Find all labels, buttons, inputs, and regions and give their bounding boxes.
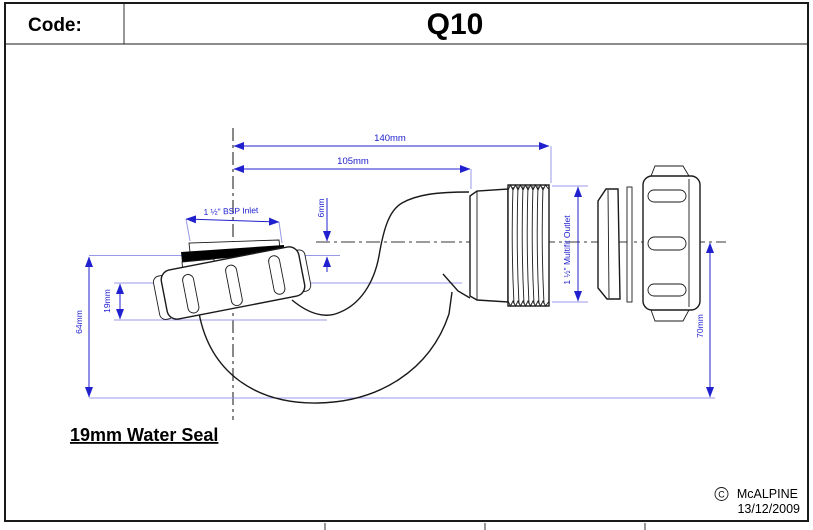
dimension-6mm: 6mm (316, 198, 331, 272)
inlet-nut (153, 246, 312, 320)
outlet-thread (507, 183, 550, 308)
inlet-nut-slot (225, 264, 243, 307)
flat-washer (626, 186, 633, 303)
code-label: Code: (28, 15, 82, 36)
dimension-label: 64mm (74, 310, 84, 334)
dimension-multifit-outlet: 1 ½" Multifit Outlet (562, 186, 582, 302)
copyright-symbol: C (718, 490, 725, 500)
outlet-fittings (597, 165, 701, 322)
inlet-seal-washer (181, 245, 284, 262)
dimension-bsp-inlet: 1 ½" BSP Inlet (185, 205, 280, 226)
brand-name: McALPINE (737, 487, 798, 501)
outlet-body (469, 183, 550, 308)
inlet-assembly (153, 239, 312, 320)
outlet-nut (642, 165, 701, 322)
inlet-nut-slot (182, 274, 200, 314)
dimension-105mm: 105mm (233, 156, 471, 173)
dimension-label: 19mm (102, 289, 112, 313)
water-seal-note: 19mm Water Seal (70, 425, 218, 445)
outlet-nut-slot (647, 283, 687, 297)
copyright-circle-icon (714, 487, 729, 501)
dimension-19mm: 19mm (102, 283, 124, 320)
tapered-washer (597, 188, 621, 300)
outlet-nut-slot (647, 236, 687, 251)
title-block: Code: Q10 (4, 2, 809, 530)
dimension-64mm: 64mm (74, 256, 93, 398)
dimension-label: 140mm (374, 133, 406, 144)
dimension-140mm: 140mm (233, 133, 550, 150)
trap-inner-curve (291, 191, 470, 316)
trap-outer-curve (198, 291, 453, 404)
dimension-70mm: 70mm (695, 242, 714, 398)
dimension-label: 6mm (316, 199, 326, 218)
bottom-table-ticks (324, 523, 646, 530)
dimension-label: 105mm (337, 156, 369, 167)
copyright-block: C McALPINE 13/12/2009 (714, 487, 800, 516)
dimension-label: 70mm (695, 314, 705, 338)
drawing-date: 13/12/2009 (737, 502, 800, 516)
outlet-cone (442, 273, 471, 299)
outlet-nut-slot (647, 189, 687, 203)
outlet-cylinder (469, 188, 509, 303)
dimension-label: 1 ½" BSP Inlet (203, 205, 259, 217)
product-code: Q10 (427, 8, 484, 41)
trap-body (198, 191, 471, 404)
inlet-nut-slot (268, 255, 286, 295)
dimension-label: 1 ½" Multifit Outlet (562, 215, 572, 285)
